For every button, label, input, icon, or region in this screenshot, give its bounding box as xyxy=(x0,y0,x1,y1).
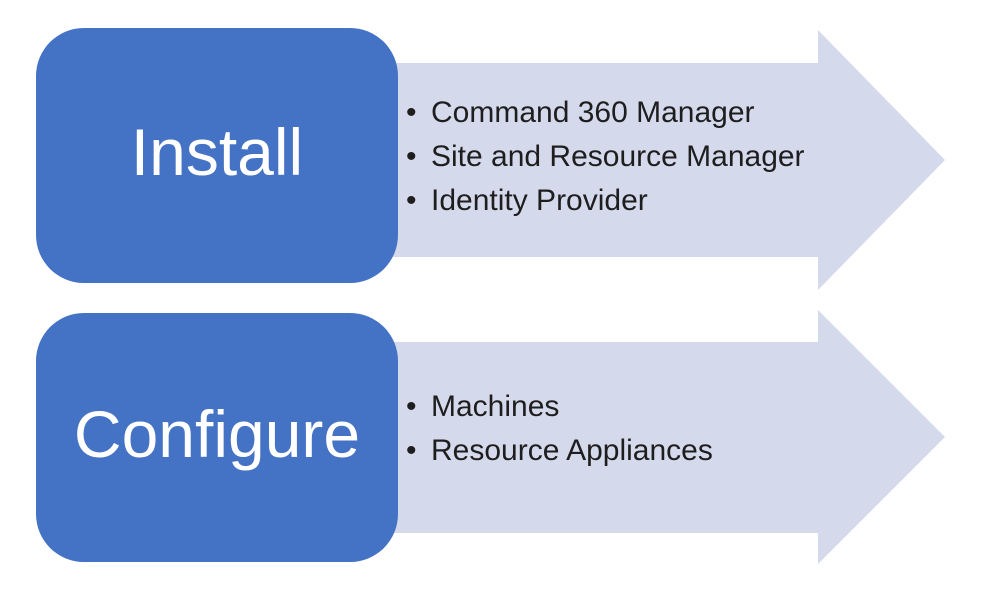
step-label: Configure xyxy=(73,396,361,471)
list-item: Resource Appliances xyxy=(390,429,713,473)
list-item: Identity Provider xyxy=(390,179,805,223)
arrow-install: Command 360 Manager Site and Resource Ma… xyxy=(390,30,945,290)
list-item: Command 360 Manager xyxy=(390,91,805,135)
list-item: Machines xyxy=(390,385,713,429)
install-items-list: Command 360 Manager Site and Resource Ma… xyxy=(390,91,805,223)
step-label: Install xyxy=(130,114,304,189)
list-item: Site and Resource Manager xyxy=(390,135,805,179)
step-box-install: Install xyxy=(36,28,398,283)
configure-items-list: Machines Resource Appliances xyxy=(390,385,713,473)
arrow-configure: Machines Resource Appliances xyxy=(390,310,945,564)
step-box-configure: Configure xyxy=(36,313,398,562)
